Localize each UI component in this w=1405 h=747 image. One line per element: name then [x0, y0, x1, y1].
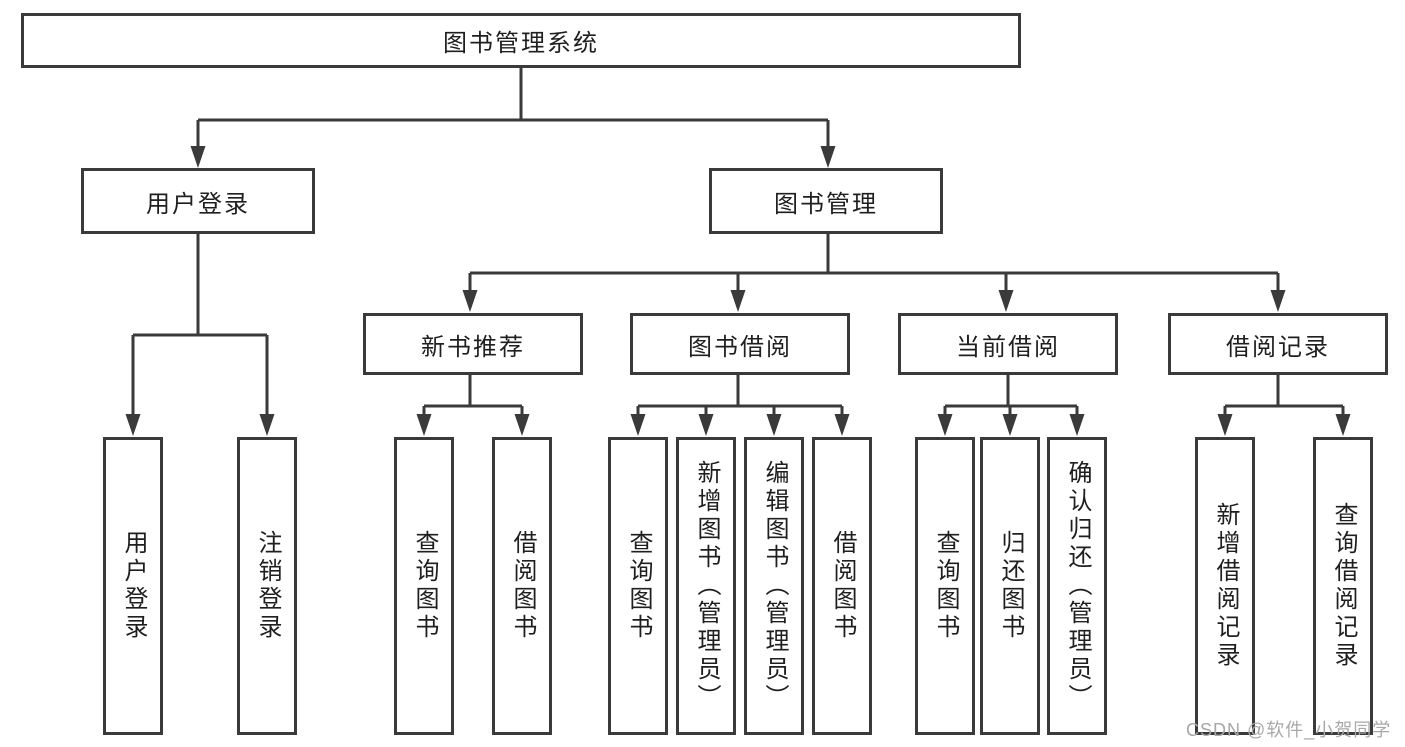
leaf-borrow-add-books-admin: 新增图书（管理员）	[676, 437, 736, 735]
node-label: 查询图书	[932, 530, 959, 642]
node-label: 用户登录	[146, 190, 250, 218]
node-label: 借阅图书	[509, 530, 536, 642]
leaf-current-confirm-return-admin: 确认归还（管理员）	[1047, 437, 1107, 735]
node-new-book-recommend: 新书推荐	[363, 313, 583, 375]
leaf-recommend-query-books: 查询图书	[394, 437, 454, 735]
leaf-records-add-record: 新增借阅记录	[1195, 437, 1255, 735]
node-label: 确认归还（管理员）	[1064, 460, 1091, 712]
node-label: 图书管理系统	[443, 30, 599, 57]
node-user-login: 用户登录	[81, 168, 315, 234]
node-label: 查询图书	[625, 530, 652, 642]
arrowheads	[125, 146, 1351, 436]
node-label: 编辑图书（管理员）	[761, 460, 788, 712]
csdn-watermark: CSDN @软件_小贺同学	[1186, 720, 1392, 740]
leaf-recommend-borrow-books: 借阅图书	[492, 437, 552, 735]
node-label: 归还图书	[997, 530, 1024, 642]
node-library-management-system: 图书管理系统	[21, 13, 1021, 68]
leaf-current-query-books: 查询图书	[915, 437, 975, 735]
node-label: 查询借阅记录	[1330, 502, 1357, 670]
node-label: 注销登录	[254, 530, 281, 642]
node-label: 图书管理	[774, 190, 878, 218]
node-label: 新增图书（管理员）	[693, 460, 720, 712]
node-book-management: 图书管理	[709, 168, 943, 234]
node-borrow-records: 借阅记录	[1168, 313, 1388, 375]
node-label: 借阅记录	[1226, 333, 1330, 361]
leaf-borrow-edit-books-admin: 编辑图书（管理员）	[744, 437, 804, 735]
leaf-borrow-borrow-books: 借阅图书	[812, 437, 872, 735]
node-label: 用户登录	[120, 530, 147, 642]
node-label: 图书借阅	[688, 333, 792, 361]
node-book-borrow: 图书借阅	[630, 313, 850, 375]
node-label: 新书推荐	[421, 333, 525, 361]
node-label: 查询图书	[411, 530, 438, 642]
node-label: 借阅图书	[829, 530, 856, 642]
node-label: 当前借阅	[956, 333, 1060, 361]
leaf-logout: 注销登录	[237, 437, 297, 735]
node-label: 新增借阅记录	[1212, 502, 1239, 670]
node-current-borrow: 当前借阅	[898, 313, 1118, 375]
leaf-user-login: 用户登录	[103, 437, 163, 735]
leaf-records-query-record: 查询借阅记录	[1313, 437, 1373, 735]
leaf-current-return-books: 归还图书	[980, 437, 1040, 735]
leaf-borrow-query-books: 查询图书	[608, 437, 668, 735]
